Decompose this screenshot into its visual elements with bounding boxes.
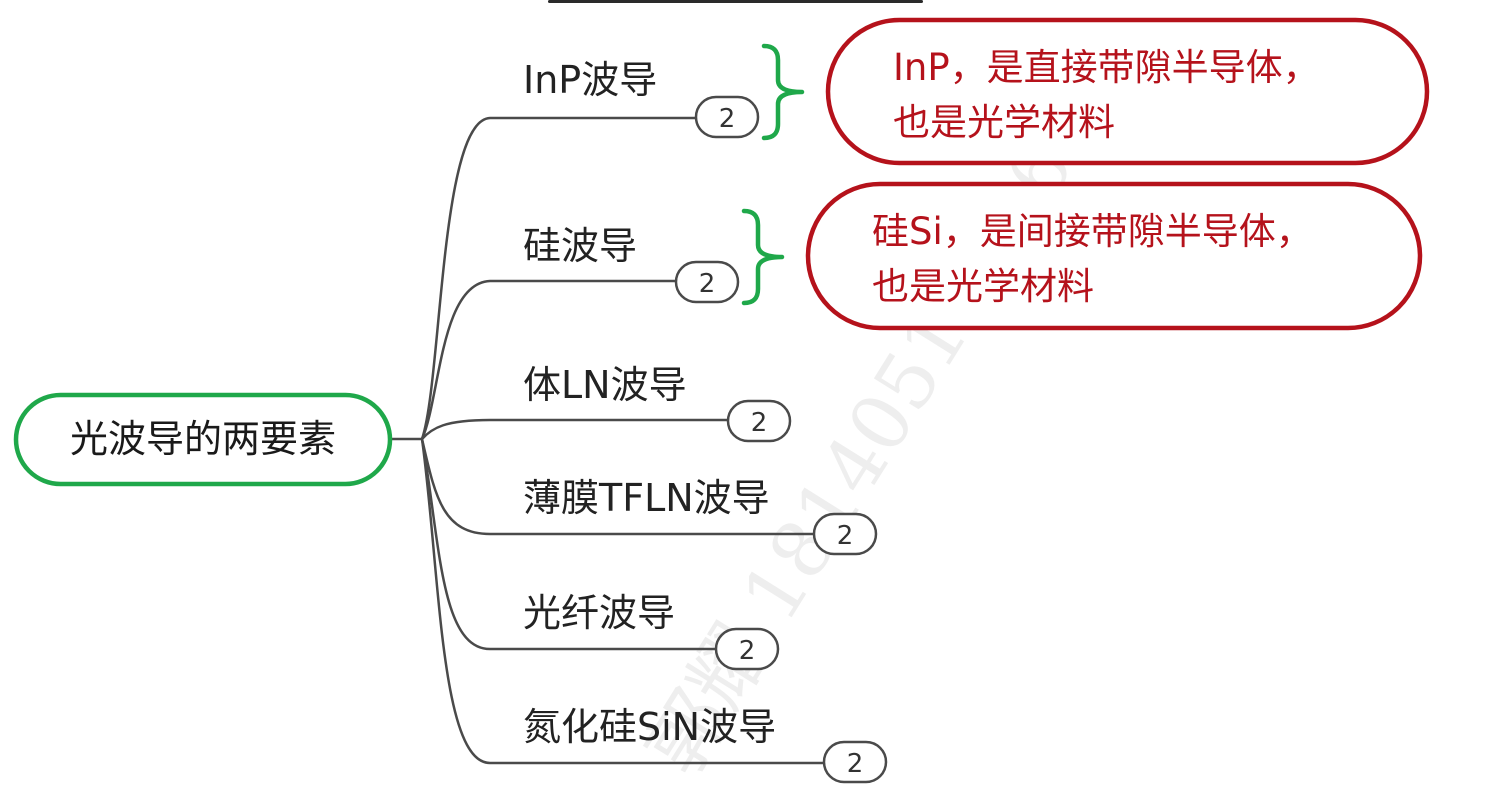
branch-label-tfln: 薄膜TFLN波导 <box>523 476 770 520</box>
badge-shape-bulk-ln <box>726 399 792 443</box>
root-node-box <box>13 392 393 487</box>
branch-label-sin: 氮化硅SiN波导 <box>523 705 776 749</box>
badge-bulk-ln[interactable]: 2 <box>726 399 792 443</box>
badge-shape-si <box>674 260 740 304</box>
badge-count-tfln: 2 <box>837 521 854 551</box>
callout-si[interactable]: 硅Si，是间接带隙半导体， 也是光学材料 <box>805 181 1423 331</box>
top-bar-fragment <box>548 0 923 3</box>
branch-fiber[interactable]: 光纤波导 2 <box>523 591 780 671</box>
connector-inp <box>420 116 697 440</box>
branch-sin[interactable]: 氮化硅SiN波导 2 <box>523 705 888 784</box>
branch-si[interactable]: 硅波导 2 <box>523 224 740 304</box>
branch-bulk-ln[interactable]: 体LN波导 2 <box>523 363 792 443</box>
badge-shape-fiber <box>714 627 780 671</box>
badge-inp[interactable]: 2 <box>694 95 760 139</box>
callout-inp[interactable]: InP，是直接带隙半导体， 也是光学材料 <box>825 17 1430 166</box>
branch-label-fiber: 光纤波导 <box>523 591 675 635</box>
connector-sin <box>420 438 825 765</box>
callout-box-si <box>805 181 1423 331</box>
badge-sin[interactable]: 2 <box>822 740 888 784</box>
root-node[interactable]: 光波导的两要素 <box>13 392 393 487</box>
connector-tfln <box>420 438 815 536</box>
badge-count-fiber: 2 <box>739 636 756 666</box>
badge-count-inp: 2 <box>719 104 736 134</box>
brace-inp <box>761 43 805 141</box>
callout-line-inp-2: 也是光学材料 <box>893 101 1115 144</box>
branch-label-inp: InP波导 <box>523 58 657 102</box>
badge-count-si: 2 <box>699 269 716 299</box>
connector-bulk-ln <box>421 418 729 440</box>
root-node-label: 光波导的两要素 <box>70 417 336 461</box>
connectors <box>390 116 825 765</box>
branch-tfln[interactable]: 薄膜TFLN波导 2 <box>523 476 878 556</box>
badge-count-bulk-ln: 2 <box>751 408 768 438</box>
callout-line-si-1: 硅Si，是间接带隙半导体， <box>872 210 1313 253</box>
badge-si[interactable]: 2 <box>674 260 740 304</box>
badge-shape-tfln <box>812 512 878 556</box>
branch-label-bulk-ln: 体LN波导 <box>523 363 687 407</box>
badge-shape-sin <box>822 740 888 784</box>
connector-si <box>420 279 677 440</box>
connector-fiber <box>420 438 717 651</box>
callout-line-inp-1: InP，是直接带隙半导体， <box>893 46 1320 89</box>
callout-line-si-2: 也是光学材料 <box>872 265 1094 308</box>
brace-si <box>741 208 785 306</box>
branch-inp[interactable]: InP波导 2 <box>523 58 760 139</box>
badge-count-sin: 2 <box>847 749 864 779</box>
badge-fiber[interactable]: 2 <box>714 627 780 671</box>
branch-label-si: 硅波导 <box>523 224 637 268</box>
badge-shape-inp <box>694 95 760 139</box>
callout-box-inp <box>825 17 1430 166</box>
badge-tfln[interactable]: 2 <box>812 512 878 556</box>
